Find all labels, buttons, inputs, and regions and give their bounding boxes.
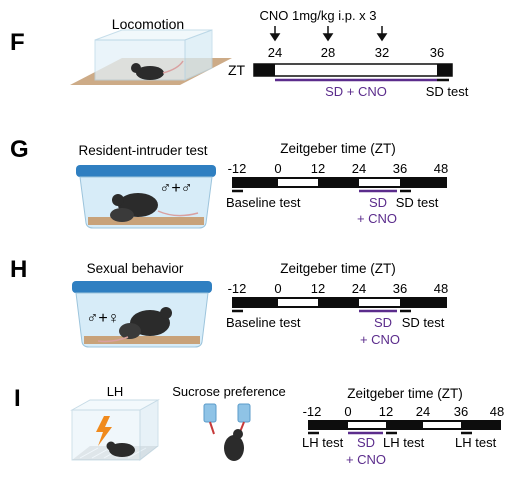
panel-i-letter: I	[14, 385, 21, 412]
panel-h-title: Sexual behavior	[87, 261, 184, 276]
panel-f: F Locomotion CNO 1mg/kg i.p. x 3 24 28 3…	[10, 8, 469, 99]
panel-i: I LH Sucrose preference Zeitgeber time (…	[14, 384, 504, 467]
panel-i-tick-36: 36	[454, 404, 468, 419]
panel-i-lh-test-2-label: LH test	[383, 435, 425, 450]
panel-g-sd-test-label: SD test	[396, 195, 439, 210]
panel-i-tick-24: 24	[416, 404, 430, 419]
open-field-arena-icon	[70, 29, 232, 85]
panel-f-sd-test-label: SD test	[426, 84, 469, 99]
panel-i-lh-test-3-label: LH test	[455, 435, 497, 450]
panel-h-tick-m12: -12	[228, 281, 247, 296]
panel-f-dose-label: CNO 1mg/kg i.p. x 3	[259, 8, 376, 23]
panel-h-tick-48: 48	[434, 281, 448, 296]
panel-f-tick-36: 36	[430, 45, 444, 60]
panel-g-title: Resident-intruder test	[78, 143, 207, 158]
lightning-icon	[96, 416, 112, 446]
panel-f-tick-28: 28	[321, 45, 335, 60]
panel-h-cno-label: + CNO	[360, 332, 400, 347]
panel-h-tick-12: 12	[311, 281, 325, 296]
panel-g-axis-title: Zeitgeber time (ZT)	[280, 141, 396, 156]
two-bottle-icon	[203, 403, 251, 461]
mouse-icon	[136, 66, 164, 80]
panel-g-symbol: ♂+♂	[159, 180, 192, 197]
panel-h-timeline-bar	[232, 297, 447, 308]
panel-g-tick-12: 12	[311, 161, 325, 176]
panel-i-sucrose-title: Sucrose preference	[172, 384, 285, 399]
panel-i-lh-test-1-label: LH test	[302, 435, 344, 450]
panel-f-timeline-bar	[253, 63, 453, 77]
panel-h-symbol: ♂+♀	[86, 310, 119, 327]
panel-f-sd-cno-label: SD + CNO	[325, 84, 387, 99]
home-cage-icon	[76, 165, 216, 229]
panel-h-baseline-label: Baseline test	[226, 315, 301, 330]
panel-g-tick-24: 24	[352, 161, 366, 176]
panel-i-tick-48: 48	[490, 404, 504, 419]
mouse-icon	[109, 443, 135, 457]
panel-f-tick-32: 32	[375, 45, 389, 60]
panel-h-letter: H	[10, 256, 27, 283]
panel-h-sd-test-label: SD test	[402, 315, 445, 330]
panel-g-baseline-label: Baseline test	[226, 195, 301, 210]
panel-g-cno-label: + CNO	[357, 211, 397, 226]
panel-h: H Sexual behavior ♂+♀ Zeitgeber time (ZT…	[10, 256, 448, 348]
injection-arrows	[269, 26, 388, 42]
panel-g-letter: G	[10, 136, 29, 163]
panel-h-tick-0: 0	[274, 281, 281, 296]
home-cage-icon	[72, 281, 212, 348]
panel-g-sd-label: SD	[369, 195, 387, 210]
panel-f-zt-label: ZT	[228, 62, 246, 78]
panel-f-letter: F	[10, 29, 25, 56]
panel-i-cno-label: + CNO	[346, 452, 386, 467]
panel-f-title: Locomotion	[112, 16, 184, 32]
panel-h-sd-label: SD	[374, 315, 392, 330]
panel-i-tick-12: 12	[379, 404, 393, 419]
shock-box-icon	[70, 399, 160, 462]
panel-i-timeline-bar	[308, 420, 501, 430]
panel-i-sd-label: SD	[357, 435, 375, 450]
mouse-icon	[224, 435, 244, 461]
panel-f-tick-24: 24	[268, 45, 282, 60]
panel-i-axis-title: Zeitgeber time (ZT)	[347, 386, 463, 401]
panel-g-tick-0: 0	[274, 161, 281, 176]
panel-g-tick-36: 36	[393, 161, 407, 176]
panel-h-tick-24: 24	[352, 281, 366, 296]
panel-g: G Resident-intruder test ♂+♂ Zeitgeber t…	[10, 136, 448, 229]
panel-i-tick-0: 0	[344, 404, 351, 419]
panel-g-tick-m12: -12	[228, 161, 247, 176]
panel-h-tick-36: 36	[393, 281, 407, 296]
panel-g-tick-48: 48	[434, 161, 448, 176]
panel-i-tick-m12: -12	[303, 404, 322, 419]
panel-g-timeline-bar	[232, 177, 447, 188]
panel-i-lh-title: LH	[107, 384, 124, 399]
panel-h-axis-title: Zeitgeber time (ZT)	[280, 261, 396, 276]
